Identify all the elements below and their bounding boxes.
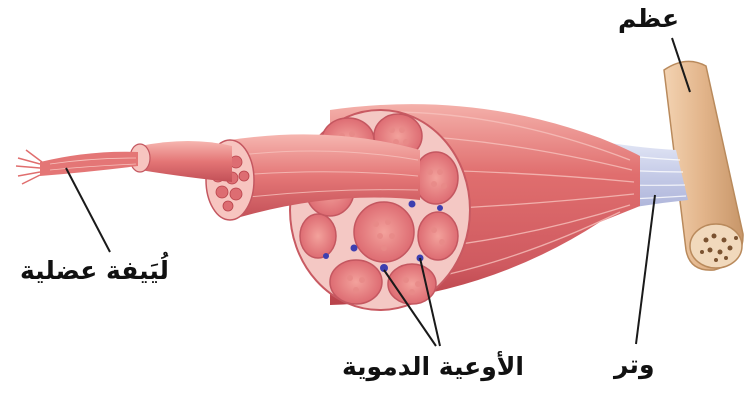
tendon-label: وتر	[614, 352, 654, 377]
fiber-leader-line	[66, 168, 110, 252]
muscle-fiber-label: لُيَيفة عضلية	[20, 258, 169, 283]
blood-vessels-label: الأوعية الدموية	[342, 354, 524, 379]
tendon-leader-line	[636, 195, 655, 344]
muscle-fiber	[16, 141, 232, 184]
bone-label: عظم	[618, 6, 679, 31]
